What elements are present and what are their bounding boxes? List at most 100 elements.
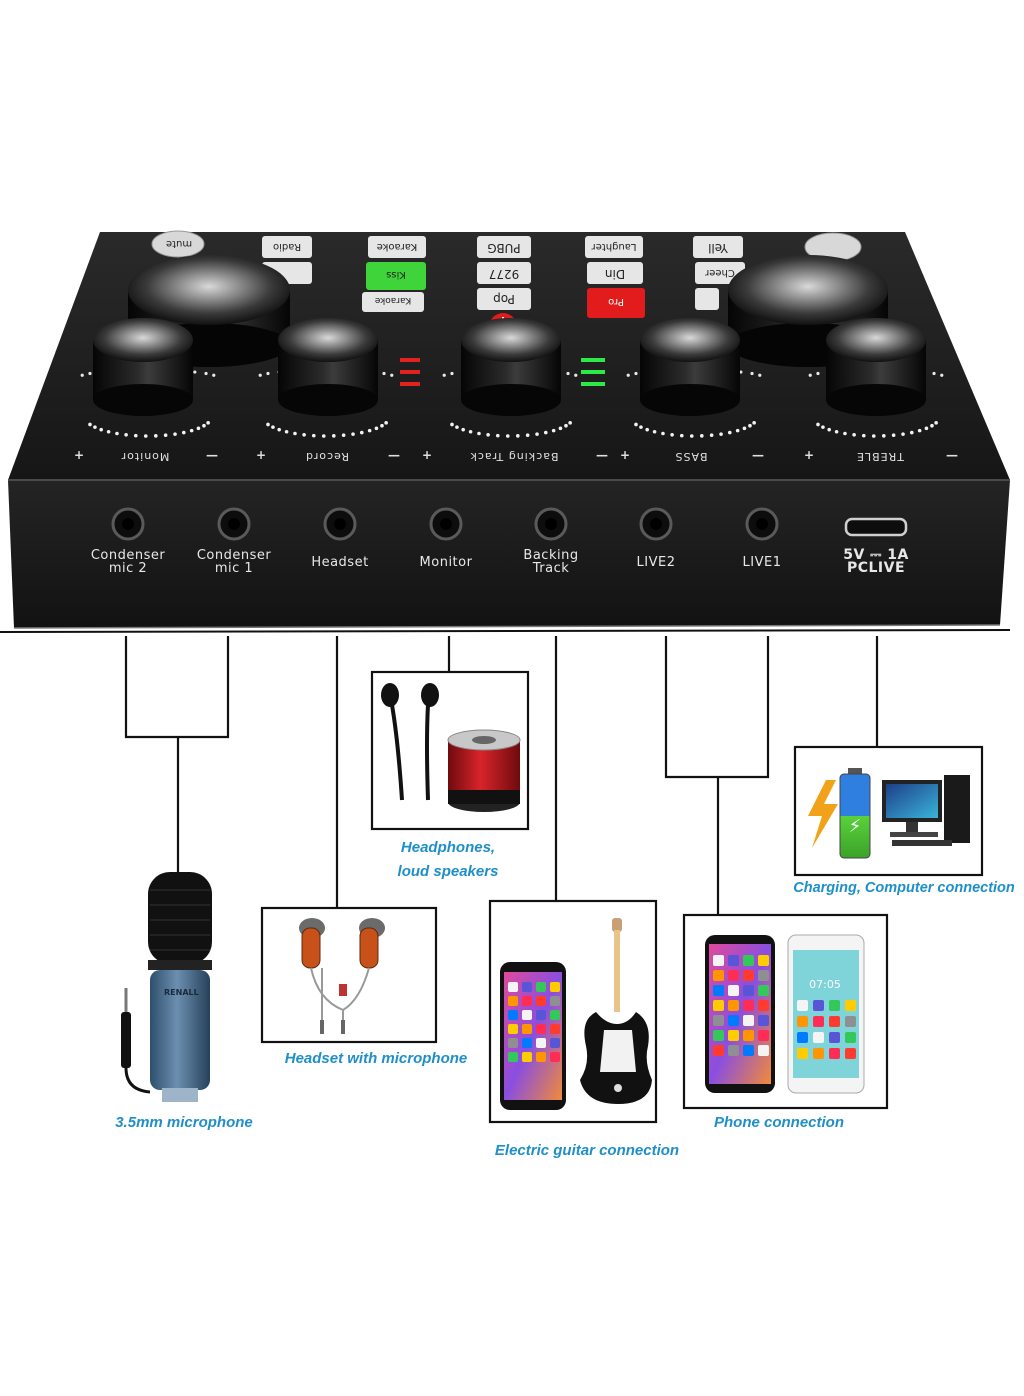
effect-button[interactable] — [262, 236, 312, 258]
knob-backing-track[interactable] — [461, 318, 561, 416]
scale-dot — [93, 425, 97, 429]
knob-monitor[interactable] — [93, 318, 193, 416]
large-knob-right[interactable] — [728, 255, 888, 367]
port-label-line2: mic 1 — [214, 561, 254, 576]
port-label-line1: LIVE2 — [636, 555, 676, 570]
scale-dot — [709, 433, 714, 438]
scale-dot — [442, 373, 446, 377]
effect-button[interactable] — [477, 236, 531, 258]
scale-dot — [932, 371, 936, 376]
scale-dot — [871, 434, 876, 438]
app-icon — [758, 1030, 769, 1041]
app-icon — [550, 996, 560, 1006]
app-icon — [508, 982, 518, 992]
app-icon — [728, 1030, 739, 1041]
effect-button[interactable] — [695, 288, 719, 310]
scale-dot — [189, 428, 194, 433]
scale-dot — [450, 422, 454, 427]
app-icon — [728, 1000, 739, 1011]
app-icon — [536, 1052, 546, 1062]
scale-dot — [689, 434, 694, 438]
effect-button[interactable] — [477, 262, 531, 284]
pro-button[interactable] — [587, 288, 645, 318]
effect-button[interactable] — [362, 292, 424, 312]
scale-dot — [634, 422, 638, 427]
app-icon — [813, 1016, 824, 1027]
knob-treble[interactable] — [826, 318, 926, 416]
knob-bass[interactable] — [640, 318, 740, 416]
effect-label: Radio — [272, 241, 302, 252]
scale-dot — [88, 422, 92, 427]
scale-dot — [525, 433, 530, 438]
scale-dot — [266, 422, 270, 427]
port-label-line1: 5V ⎓ 1A — [843, 547, 909, 563]
knob-record[interactable] — [278, 318, 378, 416]
app-icon — [550, 1038, 560, 1048]
scale-dot — [551, 428, 556, 433]
knob-plus-mark: + — [620, 448, 631, 462]
effect-label: Cheer — [705, 267, 735, 278]
micro-usb-port[interactable] — [844, 517, 908, 537]
app-icon — [829, 1000, 840, 1011]
headphones-caption: Headphones, loud speakers — [378, 836, 518, 884]
scale-dot — [99, 427, 103, 432]
app-icon — [845, 1032, 856, 1043]
scale-dot — [827, 427, 831, 432]
scale-dot — [861, 433, 866, 438]
effect-buttons — [262, 236, 745, 341]
scale-dot — [115, 431, 119, 436]
effect-button[interactable] — [368, 236, 426, 258]
scale-dot — [917, 428, 922, 433]
scale-dot — [380, 423, 384, 428]
scale-dot — [133, 433, 138, 438]
app-icon — [508, 1024, 518, 1034]
scale-dot — [495, 433, 500, 438]
scale-dot — [266, 371, 270, 376]
effect-button[interactable] — [587, 262, 643, 284]
app-icon — [829, 1016, 840, 1027]
effect-button[interactable] — [585, 236, 643, 258]
scale-dot — [455, 425, 459, 429]
jack-hole — [545, 518, 557, 530]
app-icon — [522, 982, 532, 992]
scale-dot — [750, 371, 754, 376]
scale-dot — [634, 371, 638, 376]
computer-icon — [882, 775, 970, 846]
scale-dot — [143, 434, 148, 438]
scale-dot — [901, 432, 905, 436]
app-icon — [508, 996, 518, 1006]
scale-dot — [564, 423, 568, 428]
scale-dot — [843, 431, 847, 436]
jack-hole — [122, 518, 134, 530]
kiss-button[interactable] — [366, 262, 426, 290]
effect-button[interactable] — [693, 236, 743, 258]
scale-dot — [212, 373, 216, 377]
effect-button[interactable] — [477, 288, 531, 310]
scale-dot — [574, 373, 578, 377]
knob-minus-mark: — — [388, 448, 400, 462]
port-label: LIVE1 — [707, 556, 817, 569]
scale-dot — [566, 371, 570, 376]
mute-button[interactable] — [151, 230, 205, 258]
app-icon — [522, 1010, 532, 1020]
scale-dot — [821, 425, 825, 429]
jack-hole — [334, 518, 346, 530]
knob-label: Record — [305, 450, 350, 463]
scale-dot — [558, 426, 563, 431]
scale-dot — [284, 429, 289, 434]
app-icon — [508, 1010, 518, 1020]
app-icon — [508, 1052, 518, 1062]
scale-dot — [852, 432, 856, 437]
scale-dot — [535, 432, 539, 436]
scale-dot — [302, 432, 306, 437]
scale-dot — [468, 429, 473, 434]
app-icon — [550, 1052, 560, 1062]
headset-earphones-icon — [299, 918, 385, 1034]
phone-caption: Phone connection — [713, 1114, 844, 1131]
app-icon — [797, 1016, 808, 1027]
app-icon — [743, 955, 754, 966]
app-icon — [536, 996, 546, 1006]
scale-dot — [699, 434, 704, 438]
app-icon — [728, 985, 739, 996]
